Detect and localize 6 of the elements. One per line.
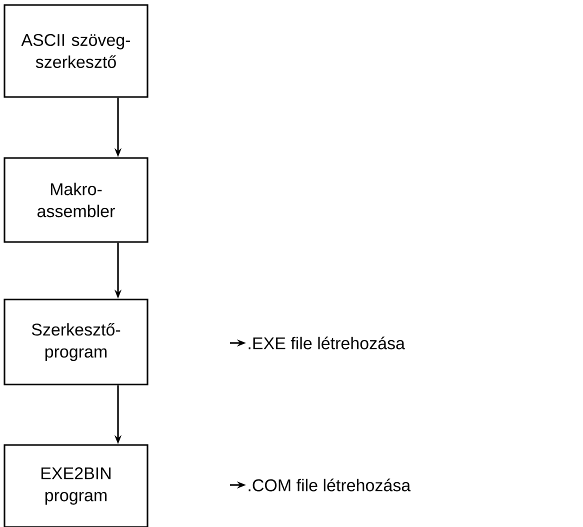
process-box: EXE2BIN program — [4, 444, 148, 527]
output-text: .EXE file létrehozása — [248, 336, 405, 350]
process-box: Makro- assembler — [4, 157, 148, 243]
process-box: ASCII szöveg- szerkesztő — [4, 4, 148, 98]
output-text: .COM file létrehozása — [248, 478, 411, 492]
process-box: Szerkesztő- program — [4, 298, 148, 386]
